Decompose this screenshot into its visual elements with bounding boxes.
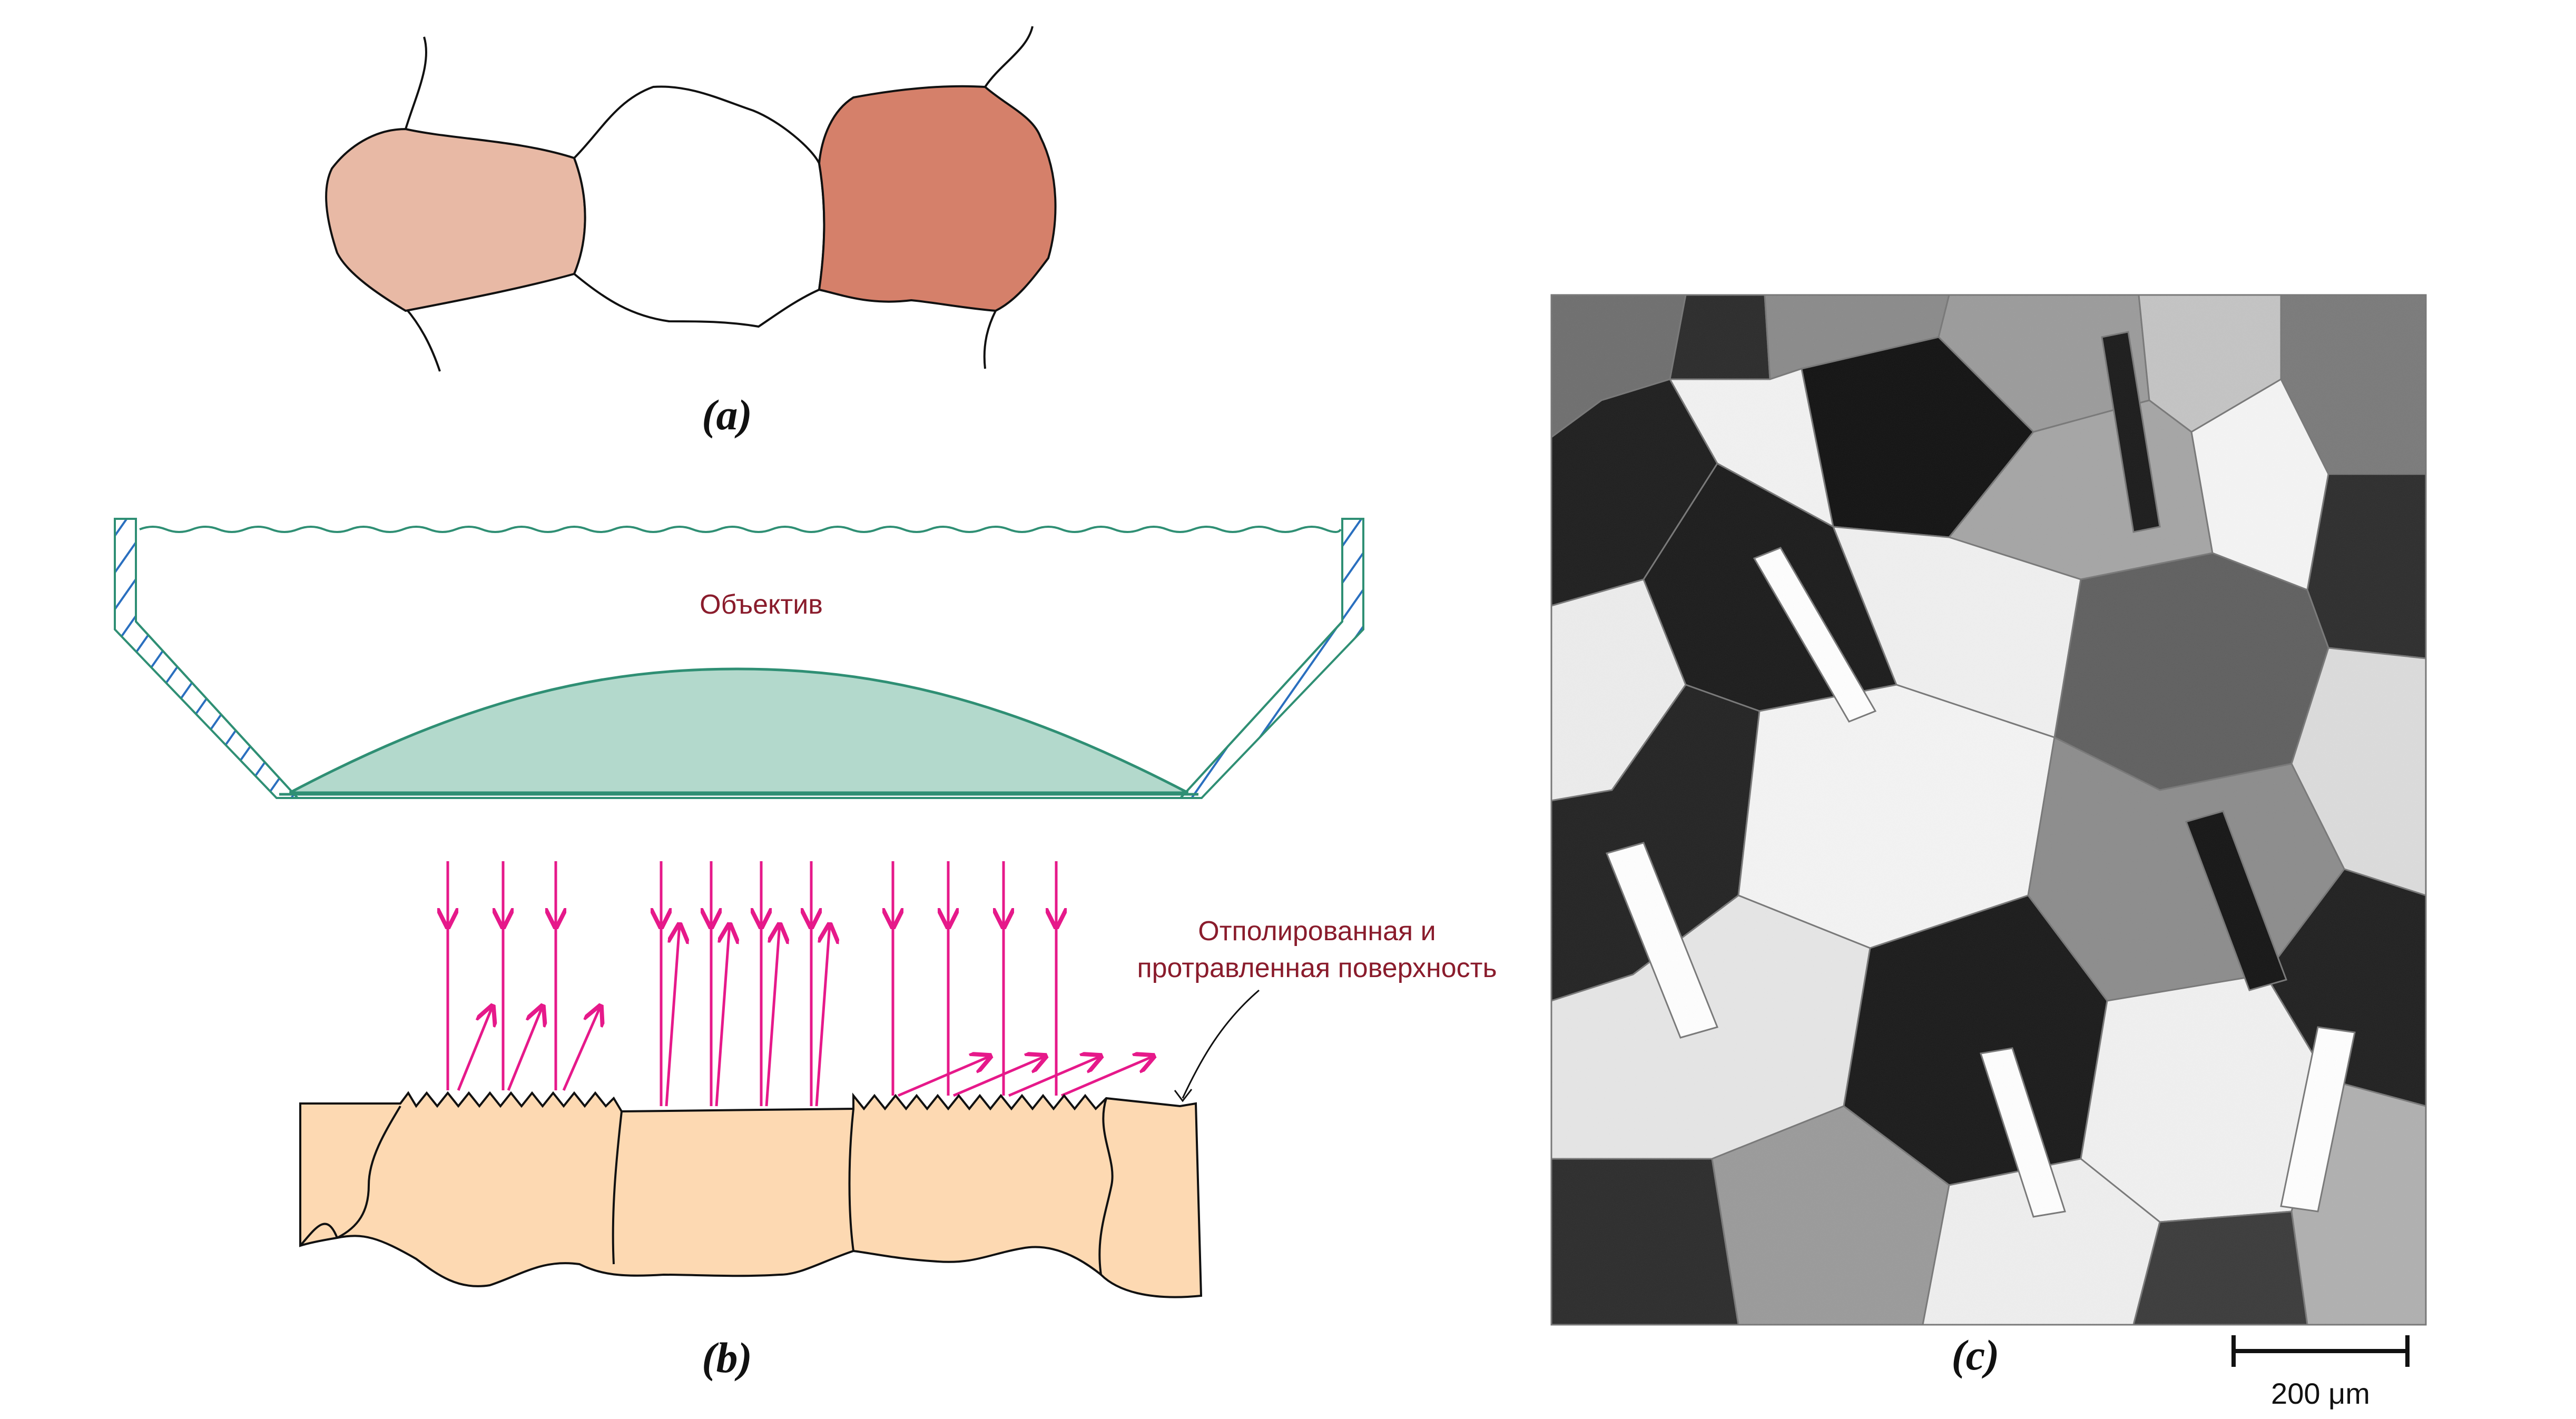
specimen-grain-boundary bbox=[1098, 1098, 1114, 1275]
ray-reflected bbox=[715, 924, 730, 1107]
grain-boundary-bottom-left bbox=[405, 307, 441, 372]
ray-scattered bbox=[953, 1056, 1046, 1097]
scale-bar: 200 μm bbox=[2231, 1335, 2410, 1410]
specimen-grain-boundary bbox=[337, 1105, 401, 1239]
housing-wall-right bbox=[1178, 518, 1364, 799]
specimen-cross-section bbox=[299, 1091, 1203, 1298]
panel-b-label: (b) bbox=[702, 1334, 752, 1382]
panel-c-label: (c) bbox=[1951, 1331, 1999, 1379]
panel-c-micrograph bbox=[1550, 294, 2427, 1326]
surface-label-pointer bbox=[1182, 989, 1260, 1099]
grain-boundary-top-right bbox=[984, 26, 1034, 88]
housing-inner-outline bbox=[135, 519, 1343, 799]
panel-a-label: (a) bbox=[702, 391, 752, 439]
objective-lens bbox=[289, 667, 1189, 794]
specimen-grain-boundary bbox=[848, 1108, 854, 1252]
scale-bar-label: 200 μm bbox=[2271, 1377, 2370, 1410]
housing-wall-left bbox=[114, 518, 300, 799]
panel-a-grains bbox=[325, 26, 1057, 372]
ray-scattered bbox=[457, 1006, 493, 1091]
ray-scattered bbox=[507, 1006, 543, 1091]
ray-reflected bbox=[665, 924, 680, 1107]
grain-right bbox=[818, 85, 1057, 312]
grain-boundary-bottom-right bbox=[983, 310, 997, 369]
specimen-body bbox=[299, 1091, 1203, 1298]
surface-label-line1: Отполированная и bbox=[1198, 916, 1436, 947]
ray-scattered bbox=[1061, 1056, 1154, 1097]
objective-label: Объектив bbox=[700, 589, 823, 620]
grain-middle bbox=[573, 85, 825, 328]
light-rays bbox=[448, 861, 1154, 1107]
ray-scattered bbox=[1008, 1056, 1101, 1097]
specimen-grain-boundary bbox=[612, 1111, 623, 1265]
panel-b-microscope bbox=[114, 518, 1364, 799]
ray-scattered bbox=[898, 1056, 990, 1097]
ray-reflected bbox=[765, 924, 780, 1107]
surface-label-line2: протравленная поверхность bbox=[1137, 953, 1497, 983]
ray-scattered bbox=[562, 1006, 601, 1091]
surface-label-arrowhead bbox=[1174, 1089, 1193, 1102]
fluid-surface-line bbox=[139, 526, 1342, 533]
grain-left bbox=[325, 127, 586, 312]
micrograph-noise bbox=[1551, 295, 2426, 1325]
specimen-grain-boundary bbox=[299, 1223, 338, 1247]
ray-reflected bbox=[815, 924, 830, 1107]
grain-boundary-top-left bbox=[405, 36, 427, 130]
